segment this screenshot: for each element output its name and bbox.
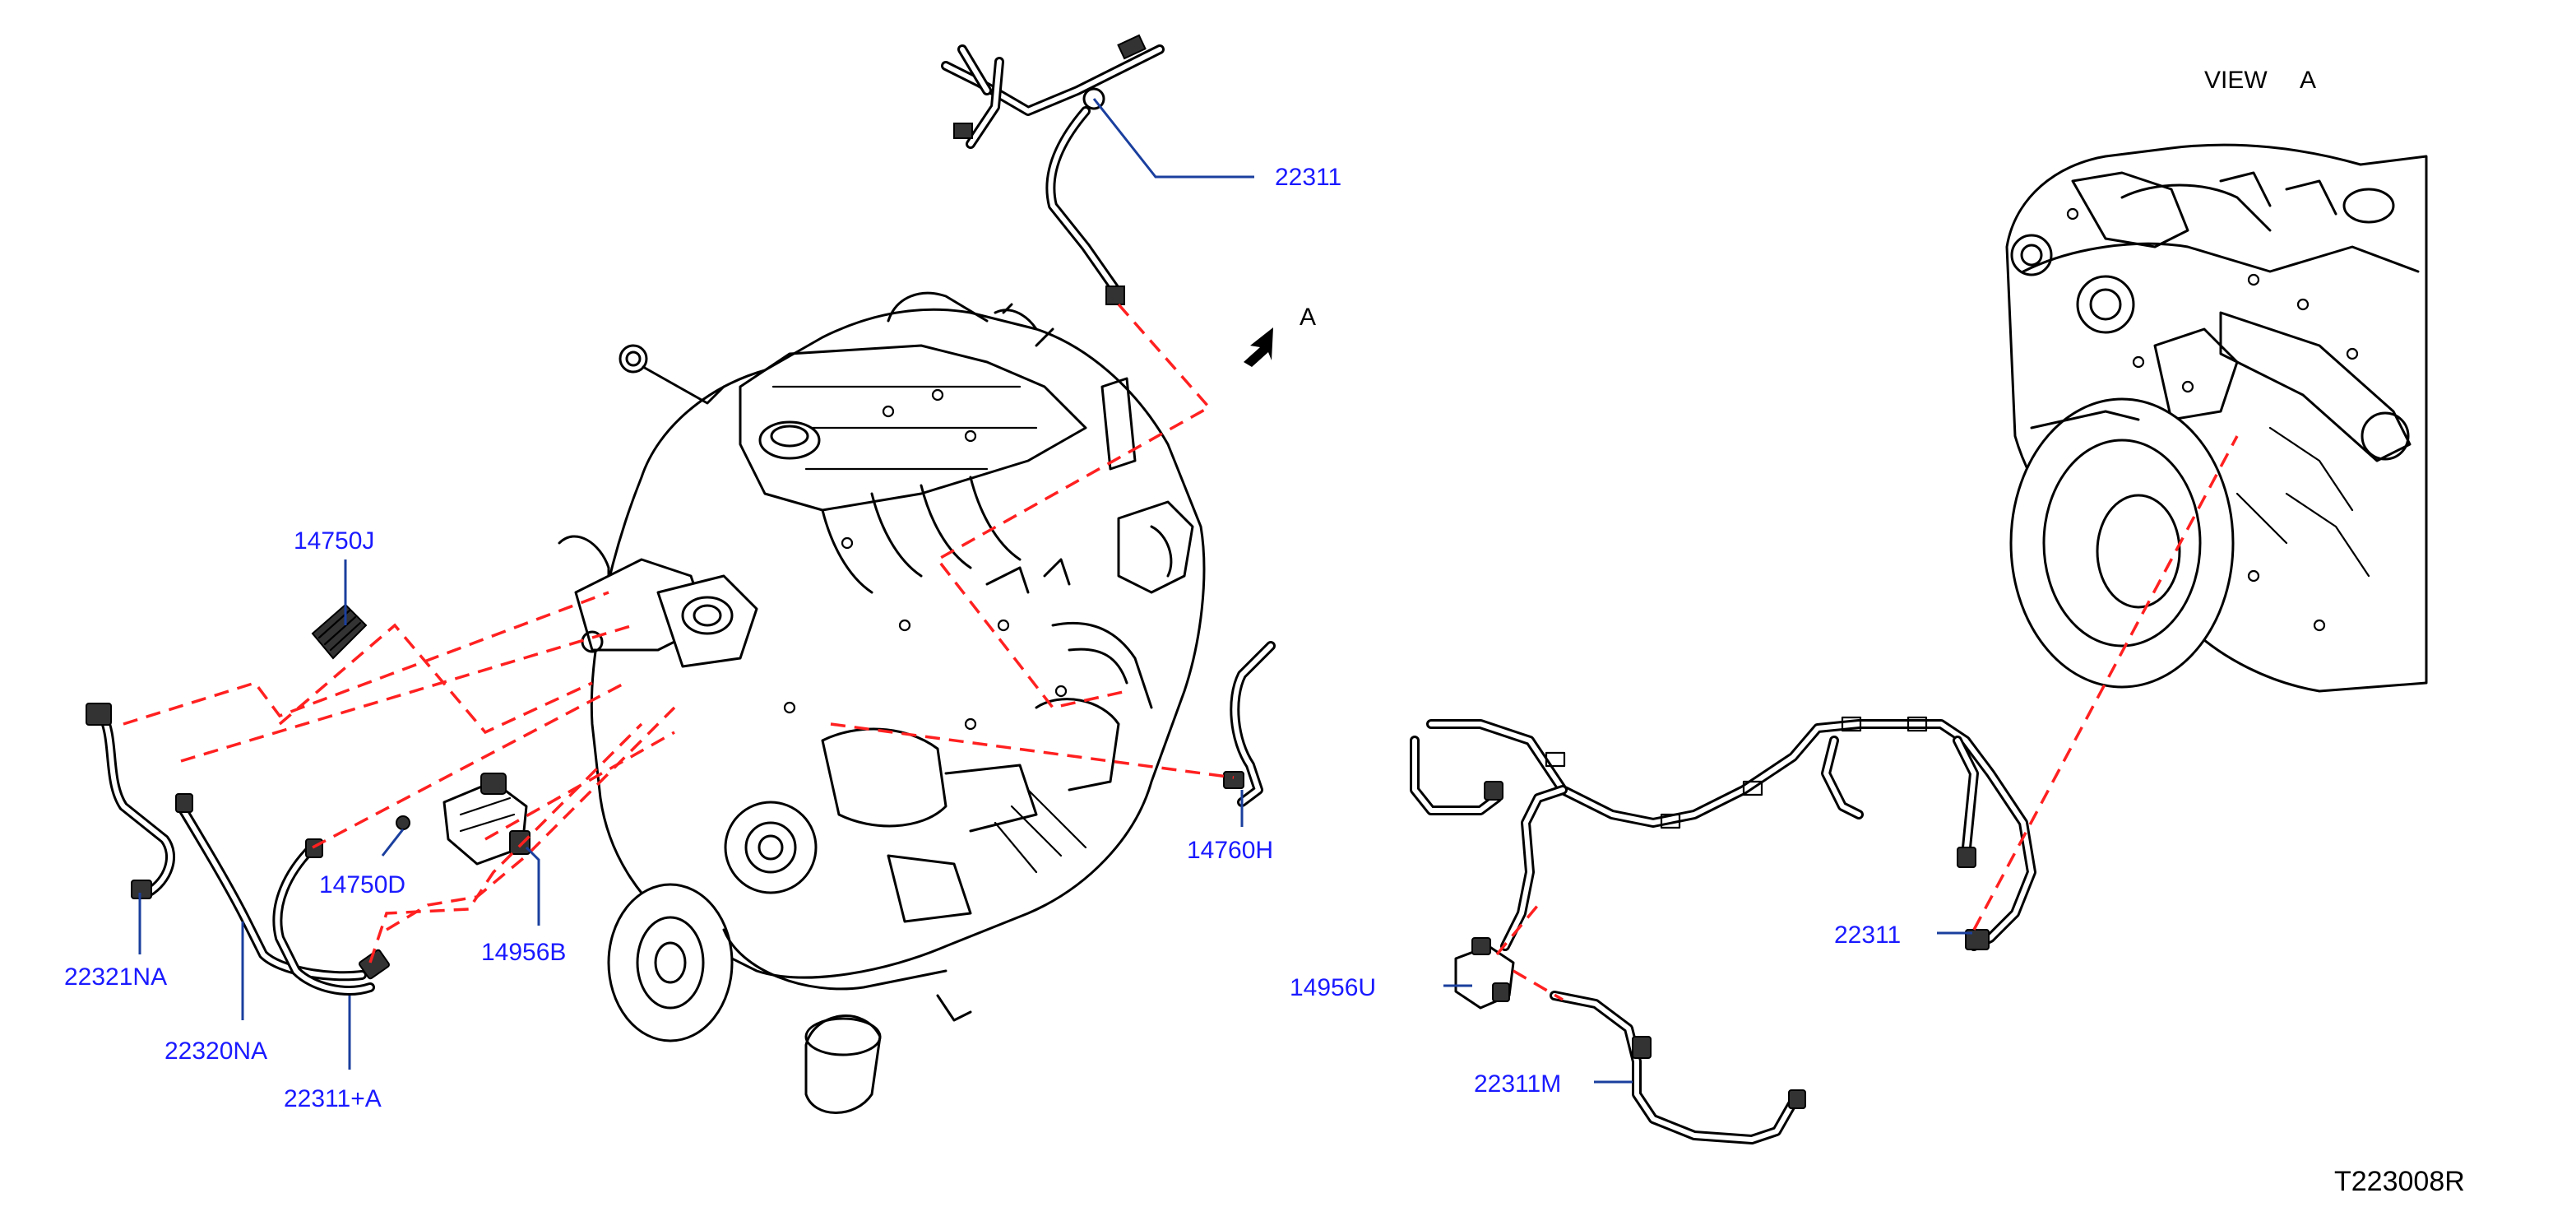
hose-22321NA (86, 703, 176, 899)
view-title-letter: A (2300, 67, 2316, 94)
hose-22320NA (175, 793, 390, 996)
harness-22311-top (941, 34, 1165, 305)
bolt-14750D (396, 815, 410, 830)
view-title-view: VIEW (2204, 67, 2268, 94)
label-22311-top: 22311 (1275, 164, 1341, 191)
label-22311A: 22311+A (284, 1085, 382, 1112)
valve-14956B (442, 773, 530, 866)
hose-14760H (1223, 641, 1276, 807)
right-engine-view-a (2005, 143, 2428, 693)
clip-14750J (311, 603, 368, 660)
label-22311M: 22311M (1474, 1070, 1561, 1098)
label-22321NA: 22321NA (64, 963, 167, 991)
left-engine-assembly (558, 291, 1206, 1114)
label-14760H: 14760H (1187, 837, 1273, 864)
view-arrow (1244, 327, 1273, 367)
label-14750J: 14750J (294, 527, 374, 555)
harness-right (1410, 716, 2036, 1144)
label-22311-right: 22311 (1834, 922, 1901, 949)
label-14956B: 14956B (481, 939, 566, 966)
reference-code: T223008R (2334, 1166, 2465, 1197)
labels: VIEW A A 22311 14750J 22321NA 22320NA 22… (64, 67, 2465, 1197)
dashed-connections (123, 303, 2239, 1001)
leader-lines (138, 98, 1972, 1084)
label-14750D: 14750D (319, 871, 405, 898)
label-14956U: 14956U (1290, 974, 1376, 1001)
arrow-letter: A (1300, 304, 1316, 331)
label-22320NA: 22320NA (164, 1038, 267, 1065)
